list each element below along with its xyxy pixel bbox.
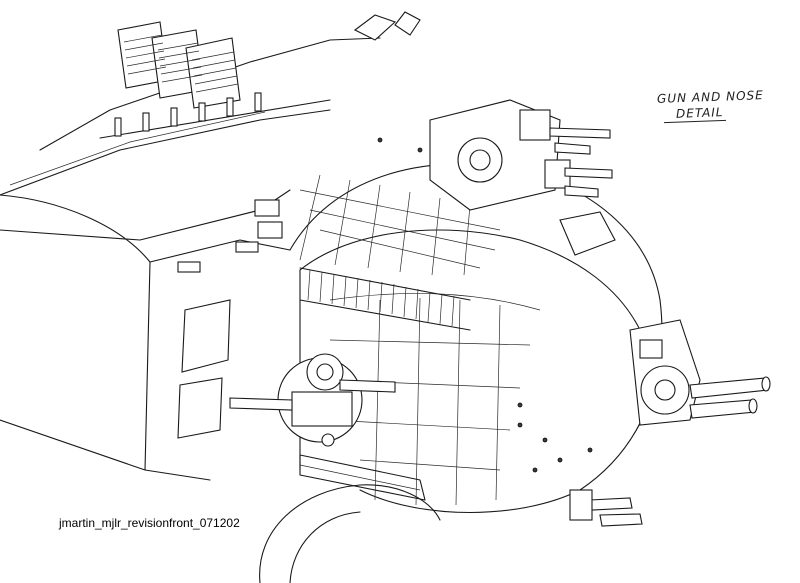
- top-turret: [353, 11, 616, 256]
- lower-ring-structure: [259, 454, 441, 583]
- dome-panel-grid: [254, 174, 501, 276]
- annotation-subtitle: DETAIL: [675, 105, 724, 121]
- hull-rail-studs: [99, 92, 331, 139]
- rivet-details: [377, 137, 593, 473]
- nose-gun-cluster: [629, 319, 771, 426]
- lower-gun-pods: [569, 489, 643, 527]
- left-hull-cylinder: [0, 194, 291, 481]
- vent-boxes: [117, 21, 241, 109]
- dome-vent-slats: [299, 267, 471, 331]
- file-caption: jmartin_mjlr_revisionfront_071202: [59, 516, 240, 530]
- side-gun-mount: [229, 353, 396, 447]
- nose-dome: [289, 163, 663, 514]
